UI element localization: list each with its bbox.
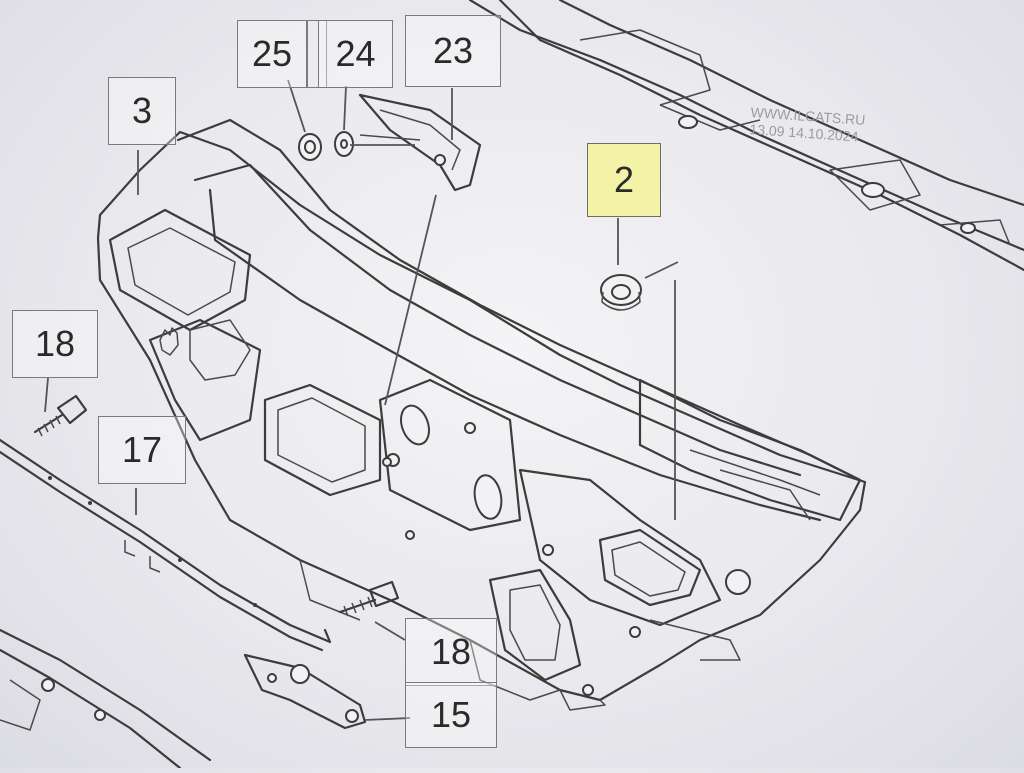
callout-divider bbox=[307, 20, 327, 88]
callout-25[interactable]: 25 bbox=[237, 20, 307, 88]
callout-23[interactable]: 23 bbox=[405, 15, 501, 87]
bulkhead-panel bbox=[96, 118, 867, 711]
lower-left-frame bbox=[0, 628, 212, 770]
callout-18-lower[interactable]: 18 bbox=[405, 618, 497, 686]
callout-2-highlighted[interactable]: 2 bbox=[587, 143, 661, 217]
callout-24[interactable]: 24 bbox=[318, 20, 393, 88]
grommet-part-2 bbox=[600, 274, 642, 311]
trim-strip-part-17 bbox=[0, 438, 332, 652]
callout-17[interactable]: 17 bbox=[98, 416, 186, 484]
washer-part-24 bbox=[334, 131, 354, 157]
bolt-part-18-upper bbox=[33, 394, 88, 437]
hinge-bracket-part-15 bbox=[243, 653, 367, 730]
leader-lines bbox=[44, 79, 679, 721]
callout-15[interactable]: 15 bbox=[405, 682, 497, 748]
bracket-part-23 bbox=[358, 93, 482, 192]
callout-3[interactable]: 3 bbox=[108, 77, 176, 145]
callout-18-upper[interactable]: 18 bbox=[12, 310, 98, 378]
upper-cowl-panel bbox=[468, 0, 1024, 272]
nut-part-25 bbox=[298, 133, 322, 161]
bolt-part-18-lower bbox=[338, 580, 400, 617]
